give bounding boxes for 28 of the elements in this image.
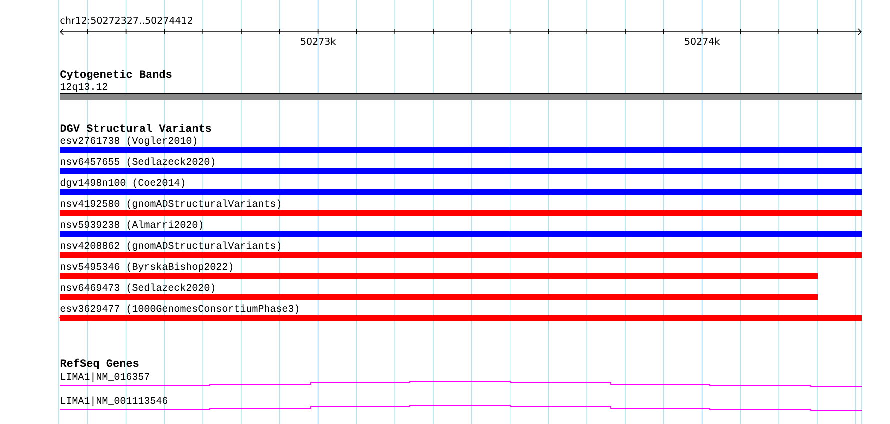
variant-feature: nsv5495346 (ByrskaBishop2022) xyxy=(60,262,818,279)
node-label: nsv4208862 (gnomADStructuralVariants) xyxy=(61,242,281,252)
variant-feature: dgv1498n100 (Coe2014) xyxy=(60,178,862,195)
gene-feature: LIMA1|NM_001113546 xyxy=(60,396,862,412)
variant-feature: esv2761738 (Vogler2010) xyxy=(60,136,862,153)
node-label: nsv4192580 (gnomADStructuralVariants) xyxy=(61,200,281,210)
cytoband-bar: 12q13.12 xyxy=(60,83,862,100)
tick-label: 50274k xyxy=(685,38,720,46)
track-heading: DGV Structural Variants xyxy=(60,124,212,132)
variant-feature: esv3629477 (1000GenomesConsortiumPhase3) xyxy=(58,304,862,321)
node-label: nsv5939238 (Almarri2020) xyxy=(61,220,203,230)
node-label: nsv6457655 (Sedlazeck2020) xyxy=(61,158,215,168)
node-label: nsv6469473 (Sedlazeck2020) xyxy=(61,284,215,294)
tick-label: 50273k xyxy=(301,38,336,46)
gene-feature: LIMA1|NM_016357 xyxy=(60,372,862,388)
coordinate-label: chr12:50272327..50274412 xyxy=(60,16,192,24)
variant-feature: nsv4192580 (gnomADStructuralVariants) xyxy=(60,200,862,216)
variant-feature: nsv6457655 (Sedlazeck2020) xyxy=(60,158,862,174)
node-label: esv3629477 (1000GenomesConsortiumPhase3) xyxy=(60,304,299,314)
node-label: 12q13.12 xyxy=(60,83,108,92)
variant-feature: nsv4208862 (gnomADStructuralVariants) xyxy=(60,242,862,258)
node-label: dgv1498n100 (Coe2014) xyxy=(60,178,185,188)
variant-feature: nsv6469473 (Sedlazeck2020) xyxy=(60,284,818,300)
variant-feature: nsv5939238 (Almarri2020) xyxy=(60,220,862,237)
track-heading: RefSeq Genes xyxy=(60,358,139,370)
node-label: esv2761738 (Vogler2010) xyxy=(60,136,197,146)
track-heading: Cytogenetic Bands xyxy=(60,70,172,80)
node-label: nsv5495346 (ByrskaBishop2022) xyxy=(61,262,233,272)
